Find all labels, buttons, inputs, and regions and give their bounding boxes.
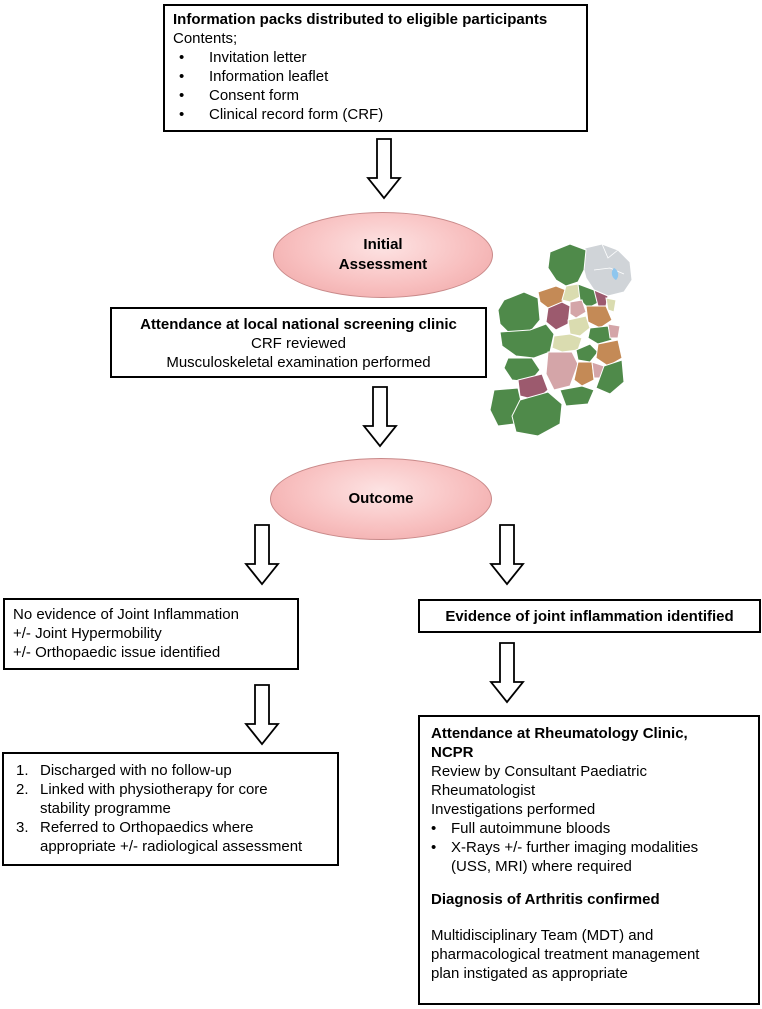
diagnosis-line: Diagnosis of Arthritis confirmed (431, 891, 660, 908)
list-item: •Consent form (179, 87, 300, 104)
list-item: •Invitation letter (179, 49, 307, 66)
list-item: •Full autoimmune bloods (431, 820, 611, 837)
info-packs-box: Information packs distributed to eligibl… (163, 4, 588, 132)
down-arrow-icon (366, 138, 402, 200)
orthopaedic-line: +/- Orthopaedic issue identified (13, 644, 221, 661)
list-item: •X-Rays +/- further imaging modalities (431, 839, 699, 856)
list-item: •Information leaflet (179, 68, 329, 85)
down-arrow-icon (362, 386, 398, 448)
list-item-continuation: appropriate +/- radiological assessment (40, 838, 303, 855)
mdt-line: Multidisciplinary Team (MDT) and (431, 927, 654, 944)
no-inflammation-line: No evidence of Joint Inflammation (13, 606, 239, 623)
list-item: •Clinical record form (CRF) (179, 106, 384, 123)
review-line-cont: Rheumatologist (431, 782, 536, 799)
down-arrow-icon (244, 684, 280, 746)
mdt-line-cont: pharmacological treatment management (431, 946, 700, 963)
info-packs-title: Information packs distributed to eligibl… (173, 11, 548, 28)
inflammation-identified-box: Evidence of joint inflammation identifie… (418, 599, 761, 633)
down-arrow-icon (489, 524, 525, 586)
list-item: 1.Discharged with no follow-up (16, 762, 232, 779)
down-arrow-icon (244, 524, 280, 586)
no-inflammation-box: No evidence of Joint Inflammation +/- Jo… (3, 598, 299, 670)
list-item-continuation: (USS, MRI) where required (451, 858, 632, 875)
list-item: 2.Linked with physiotherapy for core (16, 781, 268, 798)
contents-label: Contents; (173, 30, 238, 47)
hypermobility-line: +/- Joint Hypermobility (13, 625, 162, 642)
outcome-ellipse: Outcome (270, 458, 492, 540)
rheumatology-title: Attendance at Rheumatology Clinic, (431, 725, 688, 742)
list-item: 3.Referred to Orthopaedics where (16, 819, 254, 836)
rheumatology-title-cont: NCPR (431, 744, 474, 761)
down-arrow-icon (489, 642, 525, 704)
screening-clinic-title: Attendance at local national screening c… (140, 316, 457, 333)
list-item-continuation: stability programme (40, 800, 171, 817)
crf-reviewed: CRF reviewed (250, 335, 347, 352)
ireland-county-map-icon (490, 243, 633, 437)
mdt-line-cont: plan instigated as appropriate (431, 965, 628, 982)
rheumatology-clinic-box: Attendance at Rheumatology Clinic, NCPR … (418, 715, 760, 1005)
no-inflammation-outcomes-box: 1.Discharged with no follow-up 2.Linked … (2, 752, 339, 866)
investigations-label: Investigations performed (431, 801, 596, 818)
review-line: Review by Consultant Paediatric (431, 763, 647, 780)
msk-exam: Musculoskeletal examination performed (166, 354, 431, 371)
screening-clinic-box: Attendance at local national screening c… (110, 307, 487, 378)
